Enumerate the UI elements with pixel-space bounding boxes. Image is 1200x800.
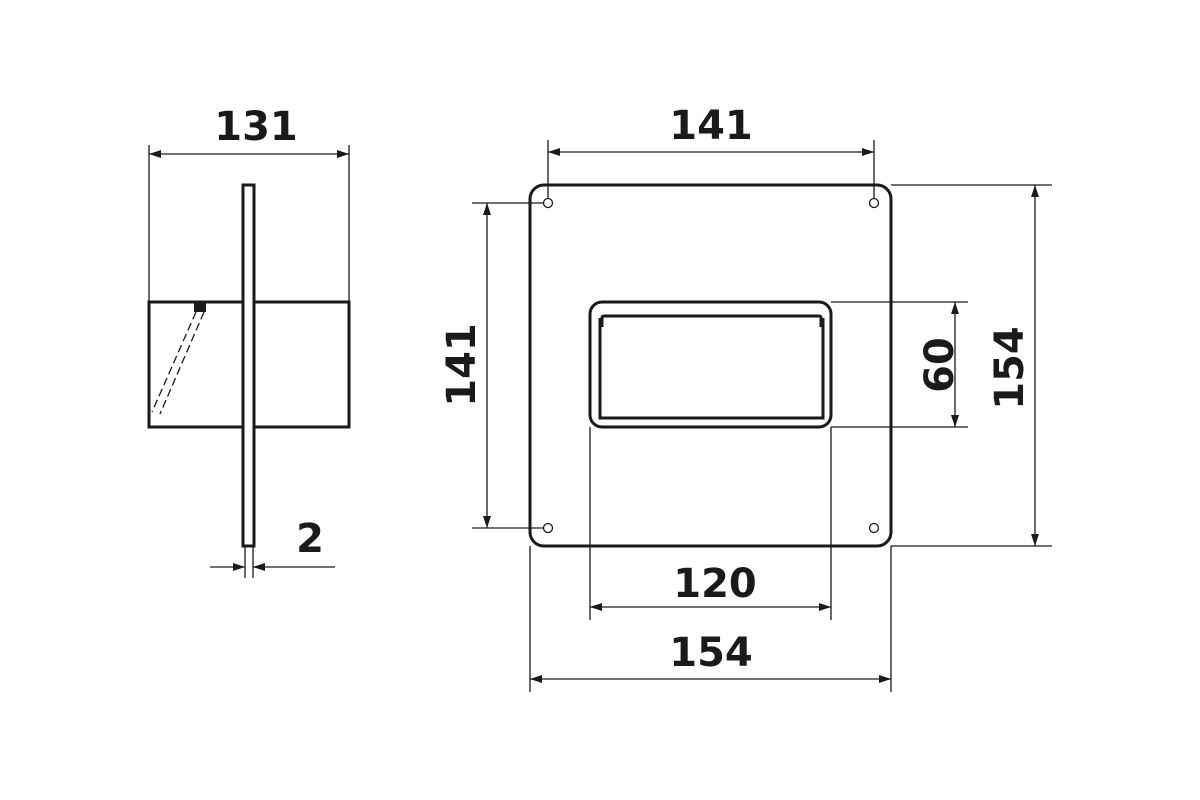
dimension-side-width: 131 <box>148 104 350 302</box>
mounting-hole-bottom-left <box>542 522 554 534</box>
label-opening-width: 120 <box>673 561 757 607</box>
dimension-opening-width: 120 <box>589 427 832 620</box>
label-plate-height: 154 <box>987 326 1033 410</box>
dimension-hole-spacing-vertical: 141 <box>439 202 543 529</box>
side-view: 131 2 <box>147 104 351 578</box>
label-opening-height: 60 <box>917 337 963 393</box>
side-flange-plate <box>241 183 256 548</box>
mounting-hole-bottom-right <box>868 522 880 534</box>
front-view: 141 141 60 154 120 <box>439 103 1052 692</box>
dimension-flange-thickness: 2 <box>210 516 335 578</box>
front-plate <box>528 183 893 548</box>
label-flange-thickness: 2 <box>296 516 324 562</box>
label-side-width: 131 <box>214 104 298 150</box>
dimension-hole-spacing-horizontal: 141 <box>547 103 875 198</box>
duct-opening <box>588 300 833 429</box>
dimension-plate-height: 154 <box>891 184 1052 547</box>
label-plate-width: 154 <box>669 630 753 676</box>
label-hole-spacing-horizontal: 141 <box>669 103 753 149</box>
damper-flap <box>151 302 206 415</box>
dimension-opening-height: 60 <box>831 301 968 428</box>
mounting-hole-top-left <box>542 197 554 209</box>
dimension-plate-width: 154 <box>529 546 892 692</box>
label-hole-spacing-vertical: 141 <box>439 323 485 407</box>
mounting-hole-top-right <box>868 197 880 209</box>
